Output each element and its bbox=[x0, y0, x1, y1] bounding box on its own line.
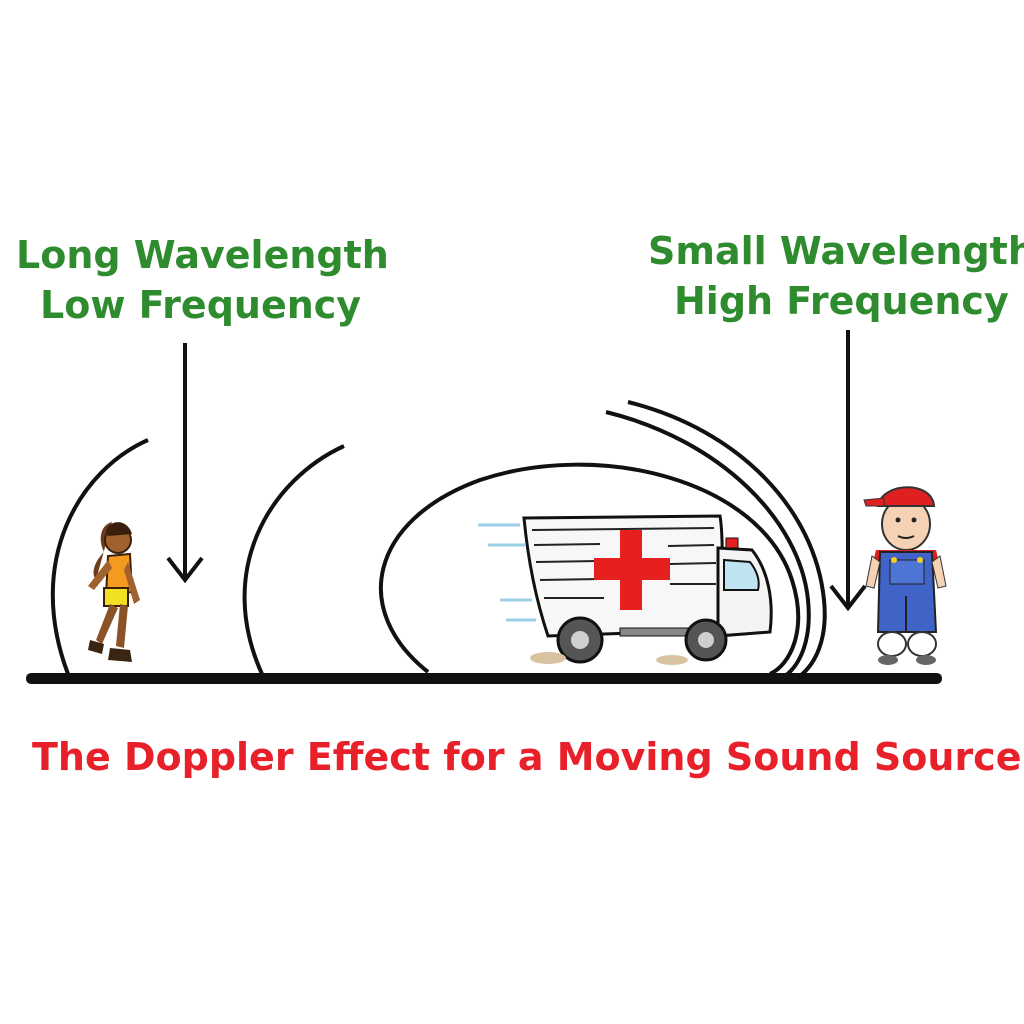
girl-walking-icon bbox=[88, 522, 140, 662]
wavefront-1 bbox=[50, 438, 149, 675]
ground-line bbox=[26, 673, 942, 684]
boy-standing-icon bbox=[863, 486, 947, 665]
right-arrow bbox=[829, 330, 867, 612]
wavefront-4 bbox=[605, 410, 811, 678]
right-label-line1: Small Wavelength bbox=[648, 229, 1024, 273]
diagram-caption: The Doppler Effect for a Moving Sound So… bbox=[32, 735, 1022, 779]
left-arrow bbox=[166, 343, 204, 584]
left-label-line2: Low Frequency bbox=[40, 283, 362, 327]
left-label-line1: Long Wavelength bbox=[16, 233, 389, 277]
wavefront-2 bbox=[242, 444, 345, 675]
ambulance-icon bbox=[478, 514, 773, 665]
wavefront-5 bbox=[627, 400, 827, 678]
right-label-line2: High Frequency bbox=[674, 279, 1009, 323]
wavefront-3 bbox=[378, 462, 801, 676]
